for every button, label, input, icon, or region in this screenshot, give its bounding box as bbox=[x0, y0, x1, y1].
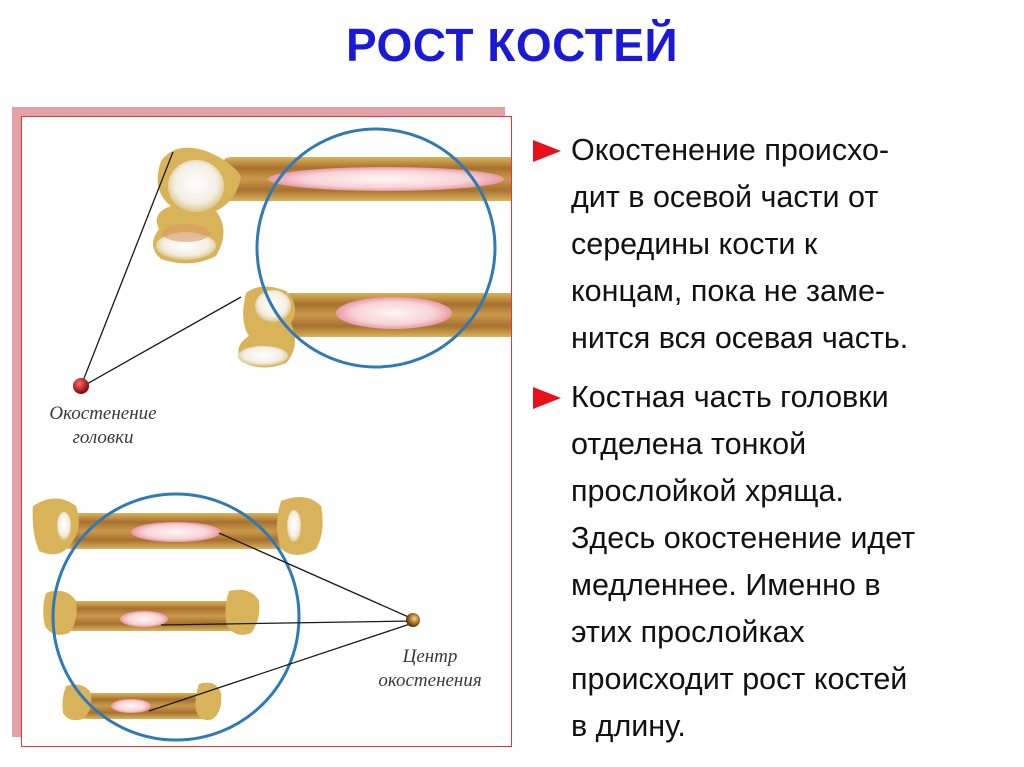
triangle-right-icon bbox=[533, 140, 561, 162]
triangle-right-icon bbox=[533, 387, 561, 409]
bullet-line: дит в осевой части от bbox=[571, 180, 879, 214]
bullet-line: прослойкой хряща. bbox=[571, 474, 844, 508]
label-ossification-center: Центр окостенения bbox=[360, 645, 500, 693]
bullet-line: происходит рост костей bbox=[571, 662, 908, 696]
head-ossification-dot bbox=[73, 378, 89, 394]
long-bone-upper bbox=[152, 147, 511, 264]
label-line: Окостенение bbox=[49, 403, 157, 424]
label-line: Центр bbox=[402, 646, 458, 667]
long-bone-lower bbox=[238, 286, 511, 368]
bullet-item: Костная часть головки отделена тонкой пр… bbox=[533, 374, 1013, 750]
bullet-line: нится вся осевая часть. bbox=[571, 321, 909, 355]
bullet-line: концам, пока не заме- bbox=[571, 274, 886, 308]
bone-growth-figure: Окостенение головки Центр окостенения bbox=[21, 116, 512, 747]
magnify-circle-lower bbox=[51, 492, 301, 742]
juvenile-bone-3 bbox=[62, 682, 222, 721]
bullet-list: Окостенение происхо- дит в осевой части … bbox=[533, 127, 1013, 762]
bullet-item: Окостенение происхо- дит в осевой части … bbox=[533, 127, 1013, 362]
slide-title: РОСТ КОСТЕЙ bbox=[345, 19, 679, 71]
label-line: окостенения bbox=[378, 670, 482, 691]
bullet-line: Здесь окостенение идет bbox=[571, 521, 916, 555]
magnify-circle-upper bbox=[255, 127, 497, 369]
bone-diagram bbox=[32, 127, 511, 742]
juvenile-bone-1 bbox=[32, 497, 323, 555]
label-head-ossification: Окостенение головки bbox=[28, 402, 178, 450]
bullet-line: этих прослойках bbox=[571, 615, 805, 649]
bullet-line: медленнее. Именно в bbox=[571, 568, 881, 602]
label-line: головки bbox=[72, 427, 134, 448]
ossification-center-dot bbox=[406, 613, 420, 627]
bullet-line: в длину. bbox=[571, 709, 686, 743]
juvenile-bone-2 bbox=[43, 589, 260, 635]
bullet-line: отделена тонкой bbox=[571, 427, 807, 461]
bullet-line: Костная часть головки bbox=[571, 380, 889, 414]
bullet-line: Окостенение происхо- bbox=[571, 133, 890, 167]
bullet-line: середины кости к bbox=[571, 227, 818, 261]
